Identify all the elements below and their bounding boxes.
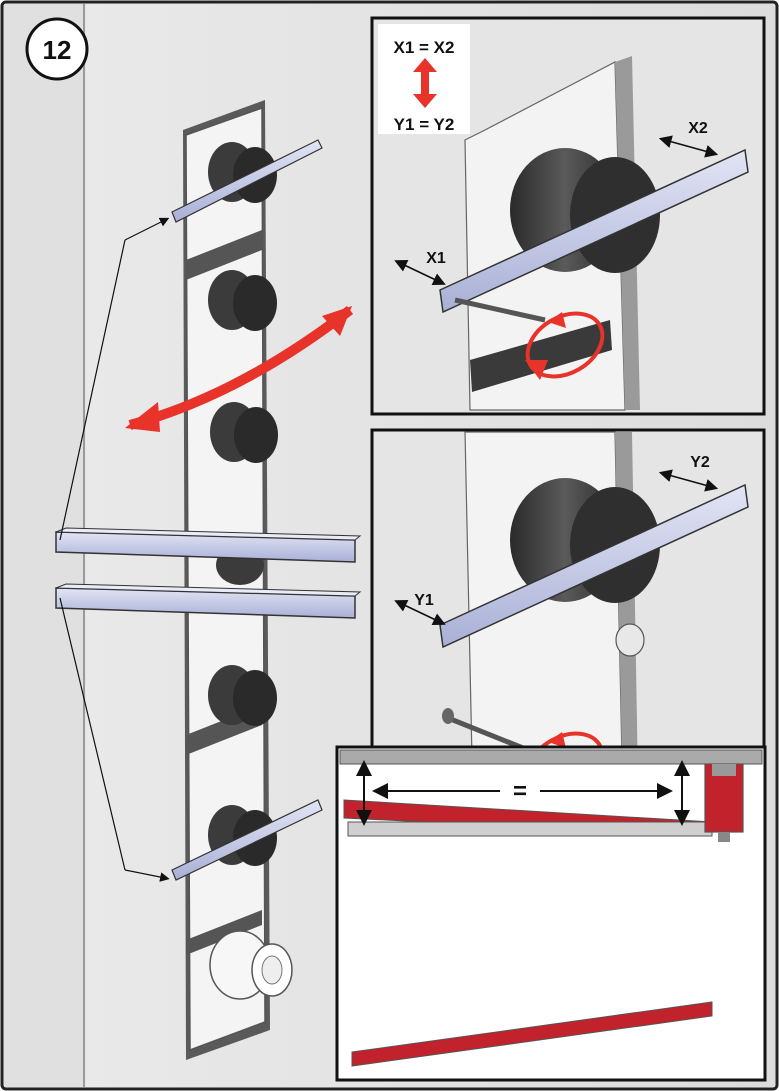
detail-top: X1 = X2 Y1 = Y2 X1 X2 [370, 16, 766, 416]
column-knob-2 [208, 270, 277, 331]
column-rod-top [171, 139, 323, 223]
label-y1: Y1 [414, 592, 434, 609]
column-rod-bottom [171, 799, 323, 881]
legend-x-equal: X1 = X2 [394, 38, 455, 57]
label-y2: Y2 [690, 454, 710, 471]
leader-lines [59, 217, 170, 882]
detail-bottom: = [335, 745, 767, 1082]
step-badge: 12 [25, 17, 89, 81]
levelling-rod-upper [55, 527, 362, 563]
legend-y-equal: Y1 = Y2 [394, 115, 455, 134]
vertical-double-arrow-icon [413, 58, 437, 108]
label-x1: X1 [426, 250, 446, 267]
column-outlet [209, 930, 293, 1000]
levelling-rod-lower [55, 583, 362, 619]
equal-sign: = [513, 778, 527, 805]
step-number: 12 [43, 35, 72, 65]
column-knob-5 [208, 665, 277, 726]
label-x2: X2 [688, 120, 708, 137]
column-knob-3 [210, 402, 278, 463]
rotate-arrow-red [125, 306, 354, 432]
